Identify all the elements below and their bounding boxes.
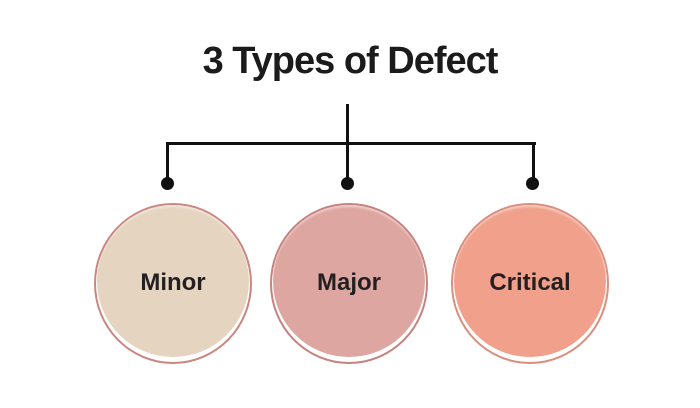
node-major: Major xyxy=(270,203,428,364)
node-minor: Minor xyxy=(94,203,252,364)
node-minor-fill xyxy=(97,205,249,357)
connector-dot-critical xyxy=(526,177,539,190)
connector-dot-minor xyxy=(161,177,174,190)
node-critical-fill xyxy=(454,205,606,357)
node-major-label: Major xyxy=(316,268,381,296)
connector-horizontal-line xyxy=(166,142,536,145)
node-minor-label: Minor xyxy=(140,268,206,296)
diagram-title: 3 Types of Defect xyxy=(202,40,499,82)
connector-dot-major xyxy=(341,177,354,190)
node-major-fill xyxy=(273,205,425,357)
node-critical: Critical xyxy=(451,203,609,364)
connector-branch-line-left xyxy=(166,142,169,184)
node-critical-label: Critical xyxy=(489,268,571,296)
connector-branch-line-right xyxy=(532,142,535,184)
